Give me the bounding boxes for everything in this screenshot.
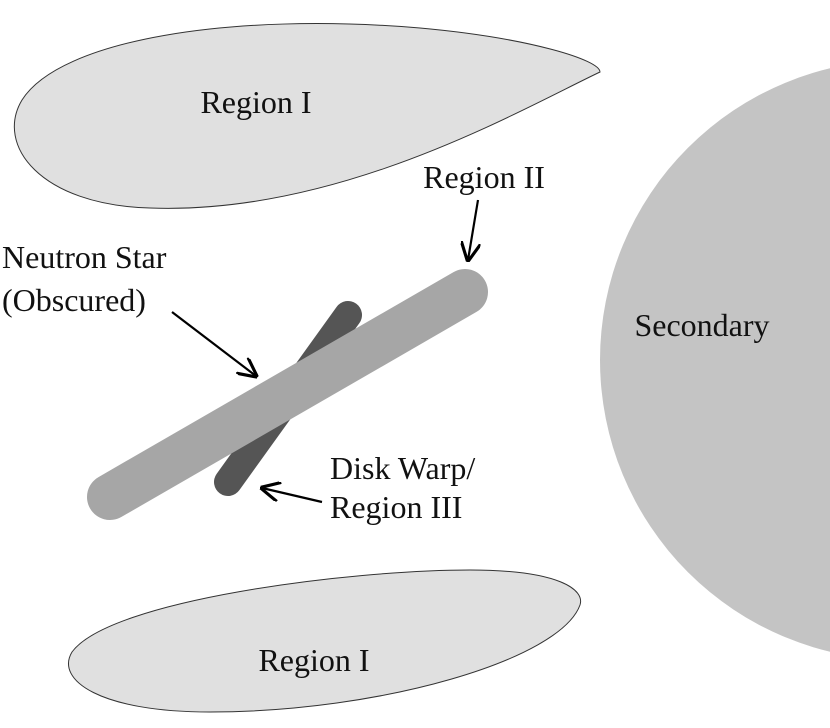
region-i-bottom-shape [68,569,582,713]
accretion-disk-bar [87,269,488,520]
region-ii-label: Region II [423,159,545,195]
region-ii-arrow [468,199,478,260]
disk-warp-arrow [262,488,323,504]
neutron-star-arrow [171,311,256,376]
secondary-label: Secondary [634,307,769,343]
neutron-star-label-line2: (Obscured) [2,282,146,318]
region-i-bottom-label: Region I [258,642,369,678]
disk-warp-label-line1: Disk Warp/ [330,450,475,486]
disk-warp-label-line2: Region III [330,489,462,525]
secondary-star [600,68,830,652]
neutron-star-label-line1: Neutron Star [2,239,167,275]
region-i-top-shape [13,23,601,209]
region-i-top-label: Region I [200,84,311,120]
